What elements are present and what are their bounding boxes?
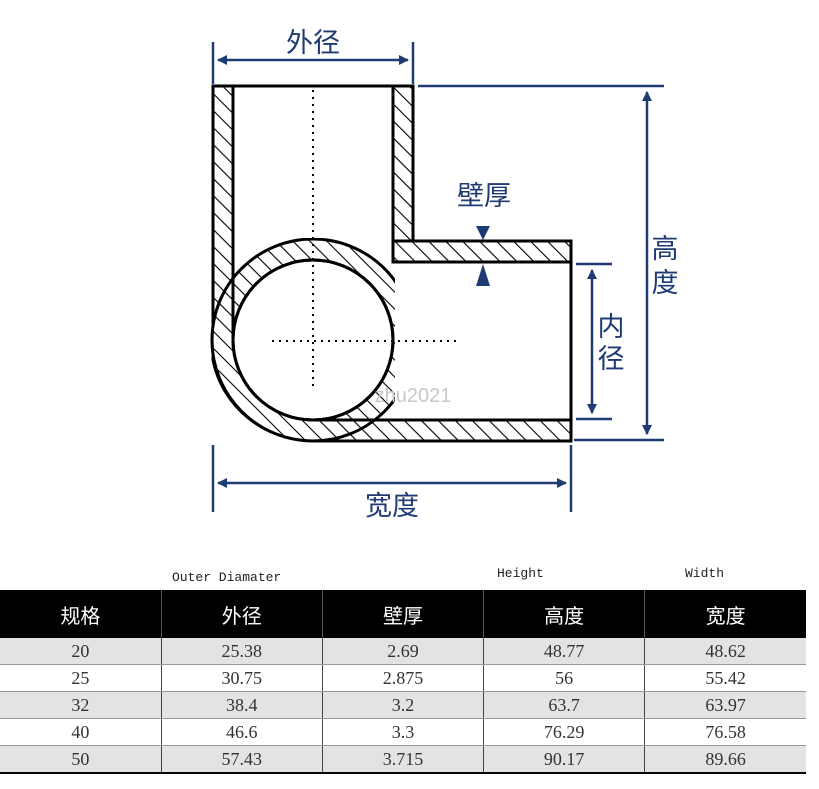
cell-outer-diameter: 30.75 [160, 664, 323, 692]
inner-diameter-label-line2: 径 [598, 344, 625, 375]
cell-width: 55.42 [644, 664, 806, 692]
cell-outer-diameter: 25.38 [160, 638, 323, 665]
wall-thickness-label: 壁厚 [457, 181, 511, 212]
outer-diameter-dimension [211, 42, 415, 84]
header-height: 高度 [483, 590, 645, 638]
wall-thickness-dimension [476, 226, 490, 286]
height-dimension [418, 84, 664, 442]
cell-width: 48.62 [644, 638, 806, 665]
cell-spec: 20 [0, 638, 162, 665]
cell-wall-thickness: 3.3 [321, 718, 484, 746]
cell-wall-thickness: 3.2 [321, 691, 484, 719]
watermark: zhu2021 [375, 385, 452, 407]
cell-spec: 40 [0, 718, 162, 746]
height-english-label: Height [497, 566, 544, 581]
cell-outer-diameter: 38.4 [160, 691, 323, 719]
cell-outer-diameter: 46.6 [160, 718, 323, 746]
cell-width: 76.58 [644, 718, 806, 746]
inner-diameter-dimension [576, 262, 612, 421]
width-label: 宽度 [365, 491, 419, 522]
elbow-diagram: 外径 壁厚 高 度 内 径 宽度 zhu2021 [210, 28, 679, 522]
cell-spec: 50 [0, 745, 162, 774]
width-english-label: Width [685, 566, 725, 581]
cell-spec: 32 [0, 691, 162, 719]
header-outer-diameter: 外径 [160, 590, 323, 638]
height-label-line2: 度 [652, 268, 679, 299]
top-wall [391, 239, 573, 264]
header-wall-thickness: 壁厚 [321, 590, 484, 638]
header-width: 宽度 [644, 590, 806, 638]
right-wall [391, 84, 415, 243]
table-header-row: 规格 外径 壁厚 高度 宽度 [0, 590, 806, 638]
table-row: 20 25.38 2.69 48.77 48.62 [0, 638, 806, 665]
cell-height: 76.29 [483, 718, 645, 746]
width-dimension [211, 445, 573, 512]
outer-diameter-label: 外径 [286, 28, 340, 59]
elbow-body [210, 84, 573, 443]
header-spec: 规格 [0, 590, 162, 638]
cell-wall-thickness: 2.875 [321, 664, 484, 692]
table-row: 32 38.4 3.2 63.7 63.97 [0, 691, 806, 719]
centerlines [272, 90, 456, 390]
outer-diameter-english-label: Outer Diamater [172, 570, 282, 585]
height-label-line1: 高 [652, 234, 679, 265]
cell-wall-thickness: 3.715 [321, 745, 484, 774]
cell-height: 63.7 [483, 691, 645, 719]
table-row: 50 57.43 3.715 90.17 89.66 [0, 745, 806, 774]
cell-height: 90.17 [483, 745, 645, 774]
cell-spec: 25 [0, 664, 162, 692]
cell-height: 56 [483, 664, 645, 692]
cell-width: 63.97 [644, 691, 806, 719]
inner-diameter-label-line1: 内 [598, 312, 625, 343]
spec-table: 规格 外径 壁厚 高度 宽度 20 25.38 2.69 48.77 48.62… [0, 590, 806, 774]
table-row: 25 30.75 2.875 56 55.42 [0, 664, 806, 692]
table-row: 40 46.6 3.3 76.29 76.58 [0, 718, 806, 746]
cell-outer-diameter: 57.43 [160, 745, 323, 774]
cell-height: 48.77 [483, 638, 645, 665]
cell-wall-thickness: 2.69 [321, 638, 484, 665]
cell-width: 89.66 [644, 745, 806, 774]
